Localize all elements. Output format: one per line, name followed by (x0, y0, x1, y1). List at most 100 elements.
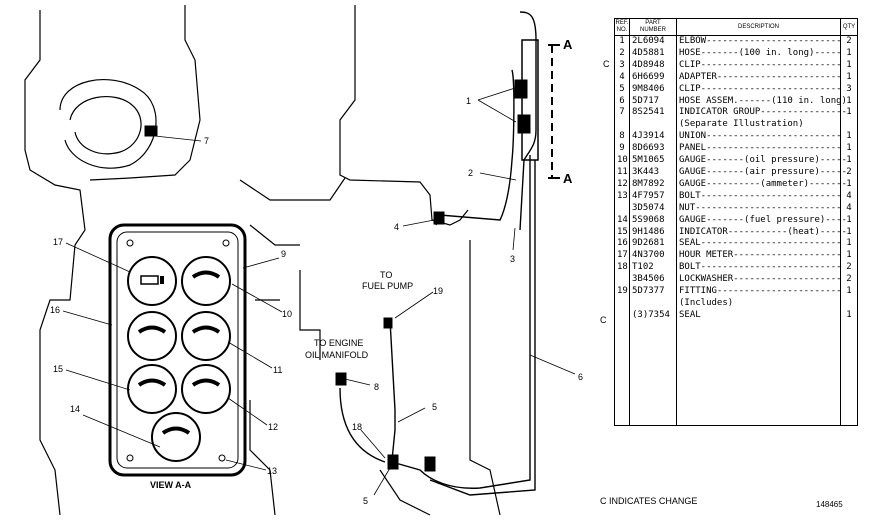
cell-qty: 4 (840, 202, 858, 215)
view-a-a-label: VIEW A-A (150, 480, 192, 490)
cell-qty: 2 (840, 166, 858, 179)
cell-part: 4N3700 (629, 250, 677, 263)
cell-part: 4J3914 (629, 131, 677, 144)
cell-desc: ADAPTER----------------------- (679, 71, 842, 82)
cell-desc: GAUGE----------(ammeter)------- (679, 178, 847, 189)
hour-meter-window (140, 275, 159, 285)
cell-ref: 15 (614, 226, 630, 239)
callout-1: 1 (466, 96, 471, 106)
table-row: (Includes) (614, 297, 858, 310)
cell-ref (614, 297, 630, 310)
cell-part: 5M1065 (629, 155, 677, 167)
cell-part: 9M8406 (629, 83, 677, 96)
cell-qty: 1 (840, 47, 858, 60)
header-ref-no: REF.NO. (614, 18, 630, 36)
cell-part (629, 119, 677, 132)
document-number: 148465 (816, 500, 843, 509)
callout-6: 6 (578, 372, 583, 382)
cell-desc: UNION------------------------- (679, 131, 842, 142)
cell-part: 8M7892 (629, 178, 677, 191)
cell-desc: CLIP-------------------------- (679, 59, 842, 70)
callout-12: 12 (268, 422, 278, 432)
cell-part: 5D717 (629, 95, 677, 108)
section-mark-top: A (563, 37, 573, 52)
callout-4: 4 (394, 222, 399, 232)
cell-desc: GAUGE-------(fuel pressure)---- (679, 214, 847, 225)
table-row: (Separate Illustration) (614, 119, 858, 132)
cell-part: (3)7354 (629, 309, 677, 426)
section-mark-bottom: A (563, 171, 573, 186)
cell-qty: 1 (840, 226, 858, 239)
cell-part: 6H6699 (629, 71, 677, 84)
engine-outline (24, 5, 501, 516)
gauge-oil-pressure (181, 256, 231, 306)
cell-part: 3K443 (629, 166, 677, 179)
cell-desc: SEAL-------------------------- (679, 238, 842, 249)
cell-ref: 12 (614, 178, 630, 191)
section-line-a-a (548, 44, 560, 179)
cell-part: 8S2541 (629, 107, 677, 120)
header-qty: QTY (840, 18, 858, 36)
cell-qty: 1 (840, 155, 858, 167)
hose-lines (339, 11, 537, 496)
cell-qty: 1 (840, 107, 858, 120)
cell-part: 9D2681 (629, 238, 677, 251)
cell-ref: 3 (614, 59, 630, 72)
cell-desc: INDICATOR-----------(heat)----- (679, 226, 847, 237)
callout-3: 3 (510, 254, 515, 264)
callout-18: 18 (352, 422, 362, 432)
leader-lines (62, 87, 576, 496)
cell-desc: INDICATOR GROUP---------------- (679, 107, 847, 118)
change-legend: C INDICATES CHANGE (600, 496, 698, 506)
cell-ref (614, 119, 630, 132)
cell-desc: HOUR METER-------------------- (679, 250, 842, 261)
change-mark-ref-2: C (603, 59, 610, 69)
callout-16: 16 (50, 305, 60, 315)
gauge-fuel-pressure (151, 412, 201, 462)
cell-part: T102 (629, 262, 677, 275)
gauge-air-pressure-left (127, 311, 177, 361)
cell-ref: 17 (614, 250, 630, 263)
cell-ref (614, 202, 630, 215)
cell-qty: 1 (840, 238, 858, 251)
cell-desc: BOLT-------------------------- (679, 190, 842, 201)
cell-qty: 1 (840, 250, 858, 263)
hour-meter (127, 256, 177, 306)
header-description: DESCRIPTION (676, 18, 841, 36)
callout-11: 11 (273, 365, 282, 375)
hour-meter-digit (160, 276, 164, 284)
cell-ref: 6 (614, 95, 630, 108)
cell-desc: HOSE ASSEM.------(110 in. long) (679, 95, 847, 106)
cell-ref: 9 (614, 143, 630, 156)
cell-ref: 14 (614, 214, 630, 227)
cell-desc: GAUGE-------(air pressure)----- (679, 166, 847, 177)
cell-part: 8D6693 (629, 143, 677, 156)
callout-5-upper: 5 (432, 402, 437, 412)
cell-qty: 4 (840, 190, 858, 203)
cell-qty: 1 (840, 286, 858, 298)
cell-part: 3D5074 (629, 202, 677, 215)
cell-part: 5S9068 (629, 214, 677, 227)
change-mark-ref-19: C (600, 315, 607, 325)
cell-qty: 1 (840, 131, 858, 144)
cell-desc: NUT--------------------------- (679, 202, 842, 213)
cell-qty (840, 119, 858, 132)
